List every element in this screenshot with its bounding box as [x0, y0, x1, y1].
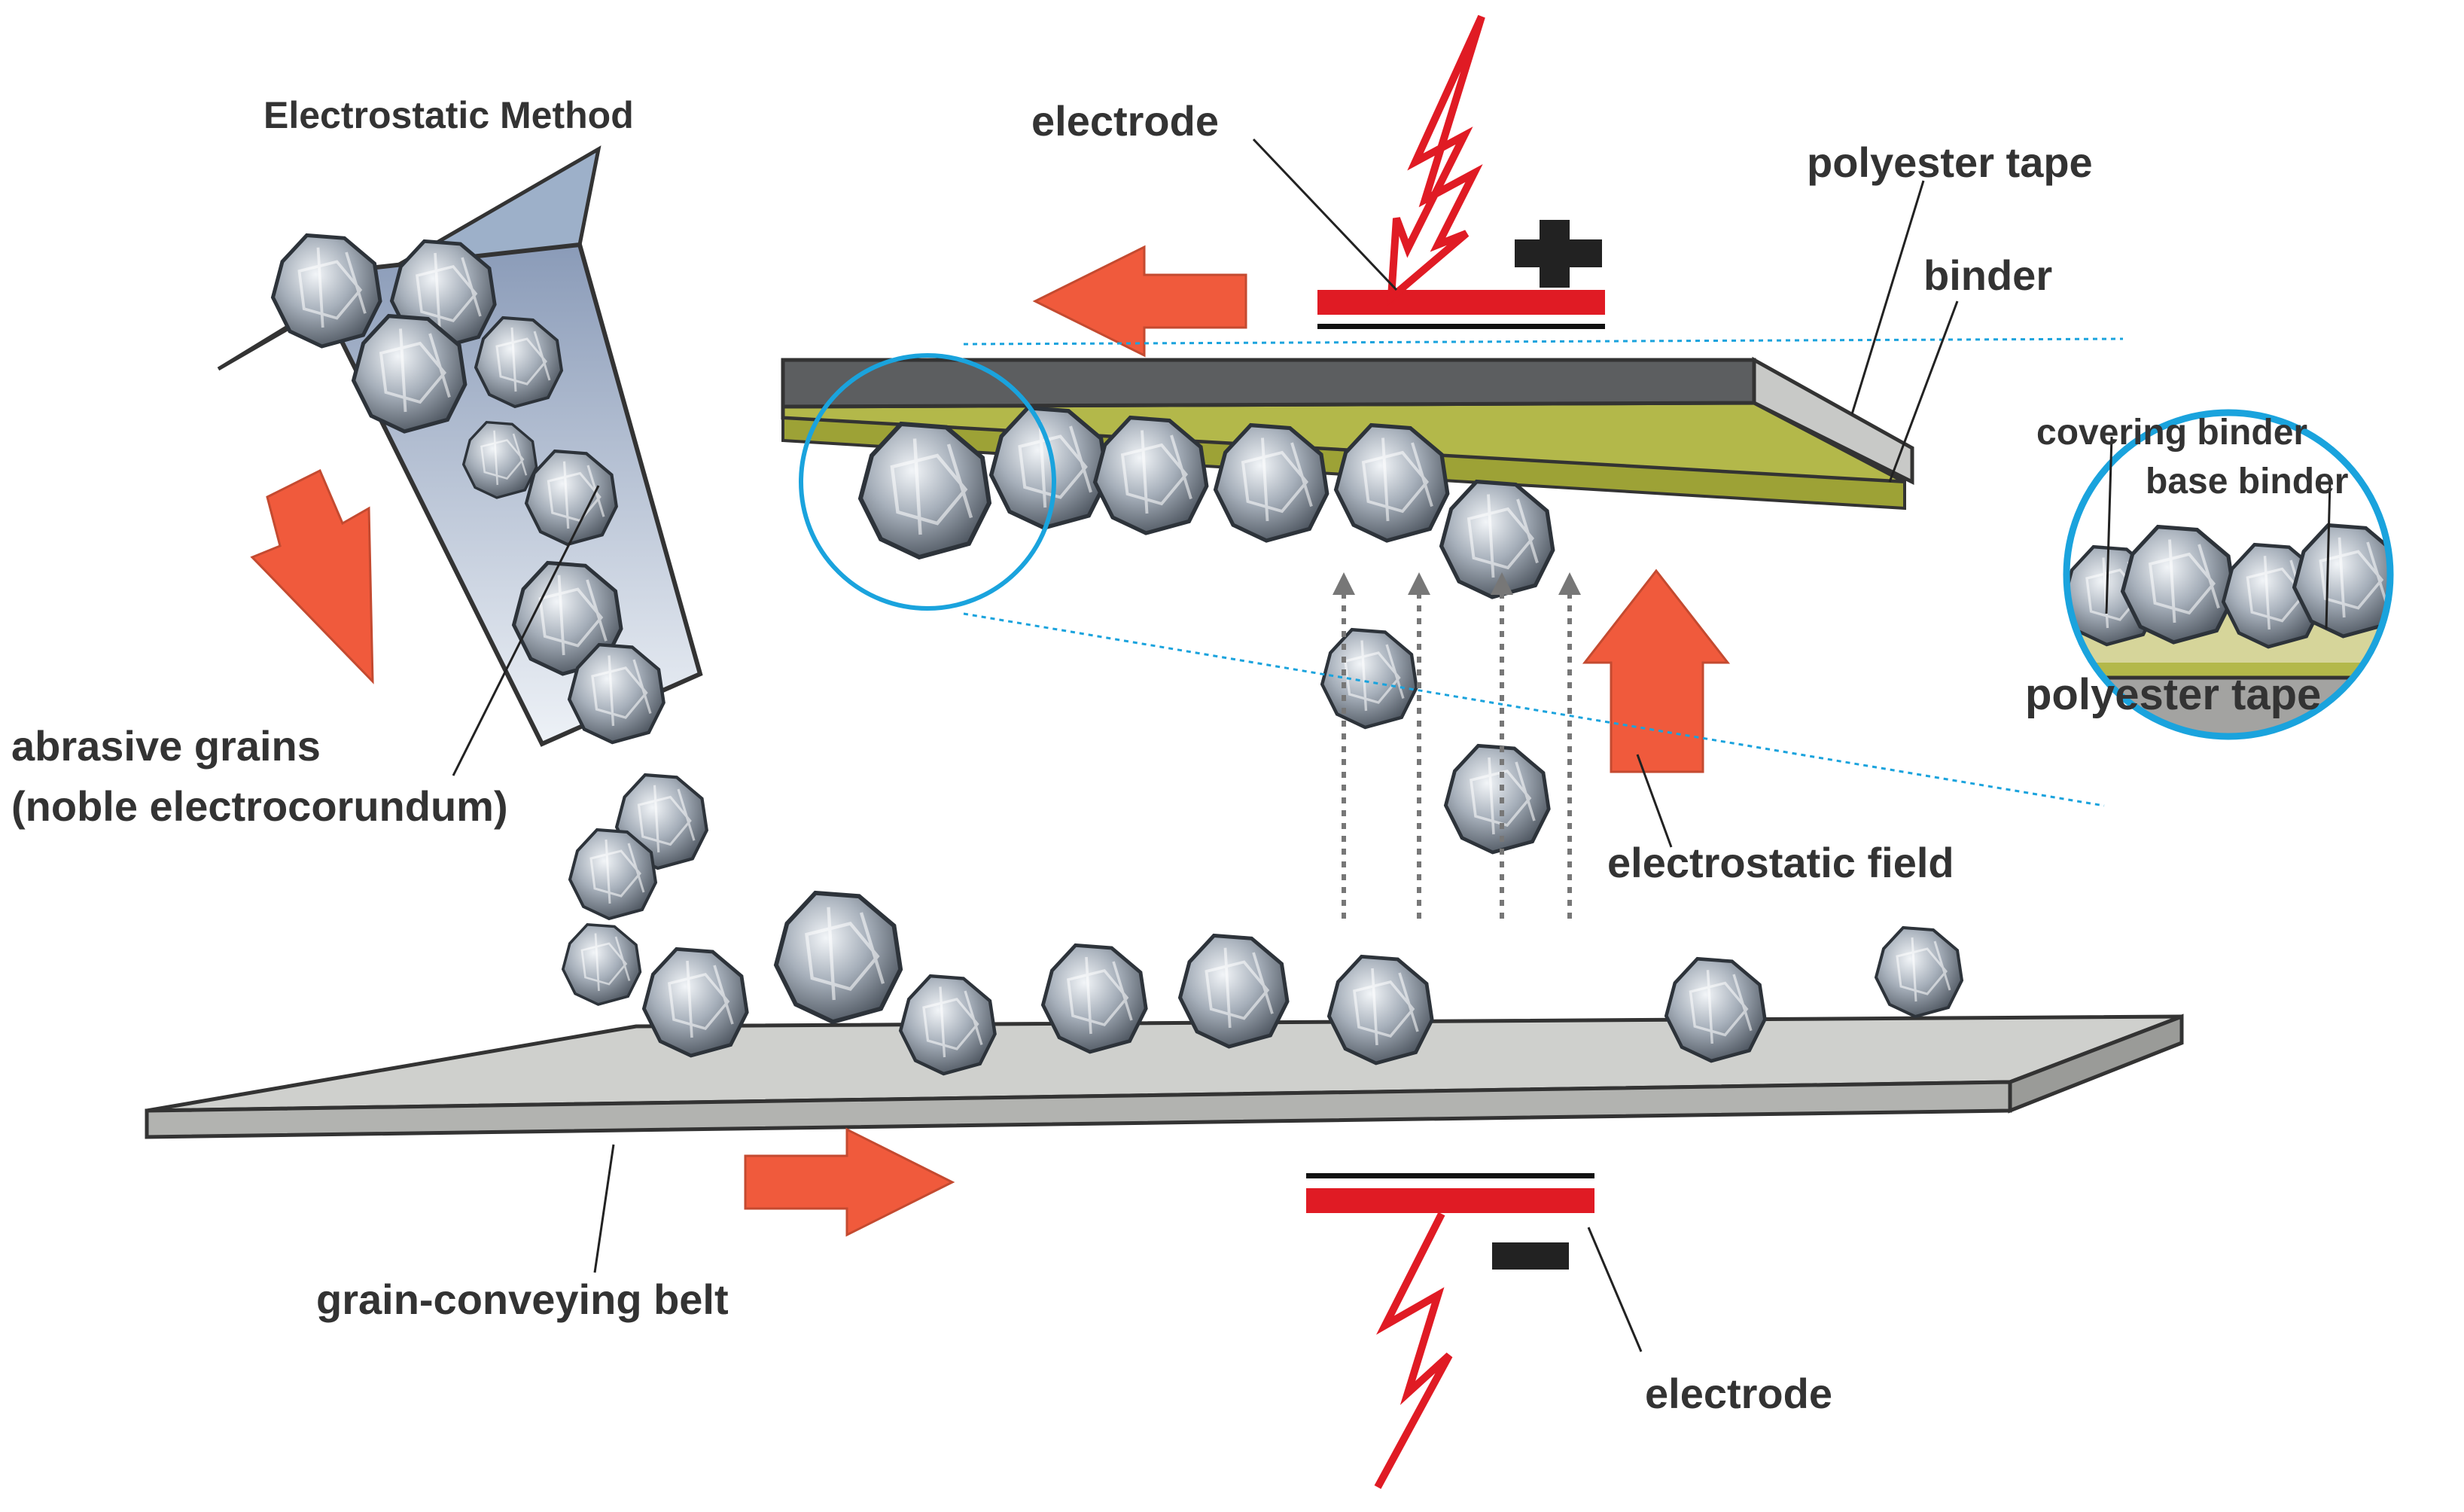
grain-conveying-belt: [145, 1014, 2184, 1139]
label-covering-binder: covering binder: [2036, 413, 2307, 453]
label-electrostatic-field: electrostatic field: [1607, 839, 1954, 886]
label-electrode-bottom: electrode: [1645, 1370, 1832, 1417]
lightning-bolt-icon: [1374, 1212, 1453, 1489]
electrode-bottom: [1306, 1173, 1594, 1489]
label-grain-conveying-belt: grain-conveying belt: [316, 1276, 729, 1323]
label-polyester-tape: polyester tape: [1807, 139, 2093, 186]
label-inset-polyester-tape: polyester tape: [2025, 670, 2321, 719]
electrode-top: [1317, 14, 1605, 329]
lightning-bolt-icon: [1387, 14, 1485, 306]
leader-lines: [452, 138, 2332, 1352]
label-abrasive-grains: abrasive grains: [11, 722, 321, 770]
minus-sign-icon: [1492, 1242, 1569, 1270]
zoom-highlight: [799, 337, 2124, 807]
label-base-binder: base binder: [2146, 462, 2348, 501]
plus-sign-icon: [1515, 220, 1602, 288]
arrow-icon: [250, 245, 1731, 1237]
label-noble-electrocorundum: (noble electrocorundum): [11, 782, 508, 830]
label-electrode-top: electrode: [1031, 97, 1219, 145]
diagram-title: Electrostatic Method: [263, 94, 634, 136]
electrostatic-field-lines: [1333, 572, 1581, 919]
inset-magnification: [2063, 409, 2394, 740]
label-binder: binder: [1923, 251, 2052, 299]
